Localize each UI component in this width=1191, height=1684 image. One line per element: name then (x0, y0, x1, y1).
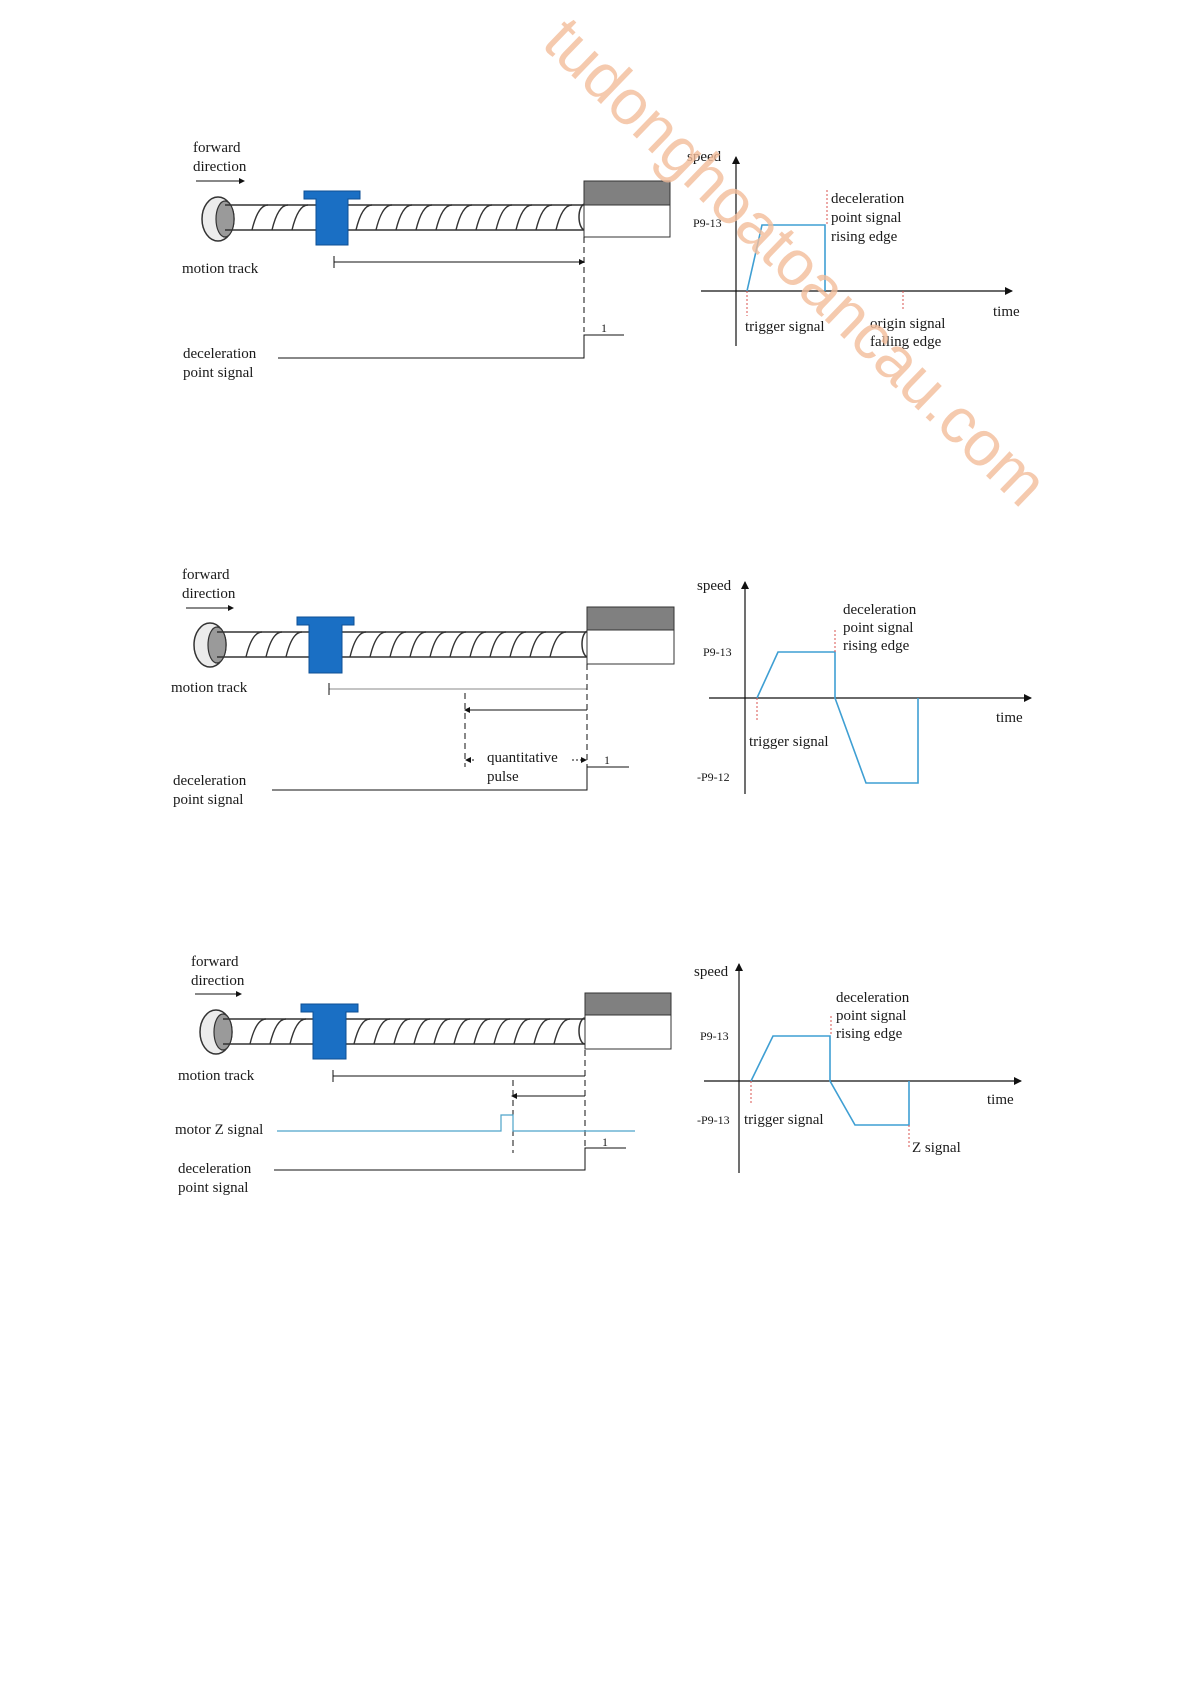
decel-signal-high-level: 1 (604, 753, 610, 767)
speed-chart-3: speed time P9-13 -P9-13 deceleration poi… (694, 963, 1022, 1173)
time-axis-label: time (987, 1092, 1014, 1108)
motor-end-cap (193, 622, 227, 668)
speed-axis-label: speed (687, 149, 722, 165)
forward-direction-label: forward (182, 567, 230, 583)
lead-screw (225, 203, 592, 231)
decel-signal-waveform (278, 334, 624, 359)
slider-block (300, 1003, 359, 1060)
decel-signal-label: deceleration (178, 1161, 252, 1177)
decel-signal-high-level: 1 (601, 321, 607, 335)
diagram-2: forward direction motion track (171, 567, 1032, 808)
lead-screw (223, 1017, 592, 1045)
speed-curve (756, 651, 919, 784)
trigger-signal-label: trigger signal (744, 1112, 824, 1128)
forward-direction-label-2: direction (191, 973, 245, 989)
decel-edge-label-1: deceleration (831, 191, 905, 207)
p9-13-level-label: P9-13 (703, 645, 732, 659)
decel-edge-label-3: rising edge (831, 229, 898, 245)
speed-chart-2: speed time P9-13 -P9-12 deceleration poi… (697, 578, 1032, 794)
trigger-signal-label: trigger signal (745, 319, 825, 335)
speed-axis-label: speed (697, 578, 732, 594)
trigger-signal-label: trigger signal (749, 734, 829, 750)
decel-signal-high-level: 1 (602, 1135, 608, 1149)
leadscrew-assembly: forward direction motion track (171, 567, 675, 808)
decel-signal-label-2: point signal (173, 792, 243, 808)
p9-13-level-label: P9-13 (693, 216, 722, 230)
speed-chart-1: speed time P9-13 deceleration point sign… (687, 149, 1020, 350)
motion-track-label: motion track (178, 1068, 255, 1084)
decel-edge-label-3: rising edge (843, 638, 910, 654)
z-signal-label: Z signal (912, 1140, 961, 1156)
decel-signal-label-2: point signal (183, 365, 253, 381)
quantitative-pulse-label-2: pulse (487, 769, 519, 785)
decel-signal-label-2: point signal (178, 1180, 248, 1196)
decel-signal-label: deceleration (183, 346, 257, 362)
decel-signal-waveform (272, 766, 629, 791)
motion-track-label: motion track (182, 261, 259, 277)
decel-signal-label: deceleration (173, 773, 247, 789)
limit-block (586, 606, 675, 665)
time-axis-label: time (996, 710, 1023, 726)
speed-curve (746, 224, 826, 292)
limit-block (583, 180, 671, 238)
neg-p9-12-level-label: -P9-12 (697, 770, 730, 784)
motor-z-signal-label: motor Z signal (175, 1122, 263, 1138)
time-axis-label: time (993, 304, 1020, 320)
decel-edge-label-2: point signal (836, 1008, 906, 1024)
motor-end-cap (201, 196, 235, 242)
limit-block (584, 992, 672, 1050)
motor-z-signal-waveform (277, 1114, 635, 1132)
decel-edge-label-1: deceleration (836, 990, 910, 1006)
diagram-3: forward direction motion track (175, 954, 1022, 1196)
p9-13-level-label: P9-13 (700, 1029, 729, 1043)
quantitative-pulse-label: quantitative (487, 750, 558, 766)
decel-edge-label-2: point signal (831, 210, 901, 226)
origin-edge-label-1: origin signal (870, 316, 945, 332)
forward-direction-label: forward (193, 140, 241, 156)
diagram-1: forward direction motion track de (182, 140, 1020, 381)
leadscrew-assembly: forward direction motion track de (182, 140, 671, 381)
slider-block (296, 616, 355, 674)
motion-track-label: motion track (171, 680, 248, 696)
forward-direction-label: forward (191, 954, 239, 970)
decel-edge-label-1: deceleration (843, 602, 917, 618)
forward-direction-label-2: direction (182, 586, 236, 602)
lead-screw (217, 630, 595, 658)
decel-edge-label-3: rising edge (836, 1026, 903, 1042)
origin-edge-label-2: falling edge (870, 334, 942, 350)
speed-axis-label: speed (694, 964, 729, 980)
watermark-text: tudonghoatoancau.com (530, 3, 1061, 519)
neg-p9-13-level-label: -P9-13 (697, 1113, 730, 1127)
forward-direction-label-2: direction (193, 159, 247, 175)
leadscrew-assembly: forward direction motion track (175, 954, 672, 1196)
slider-block (303, 190, 361, 246)
decel-signal-waveform (274, 1147, 626, 1171)
decel-edge-label-2: point signal (843, 620, 913, 636)
motor-end-cap (199, 1009, 233, 1055)
